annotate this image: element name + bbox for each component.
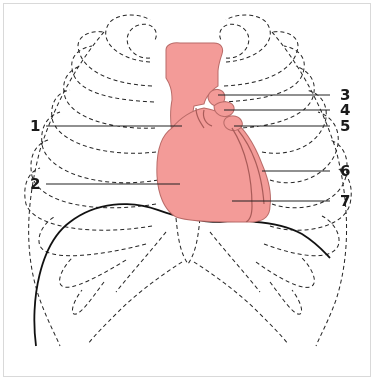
rib-left-6 (52, 90, 156, 153)
costal-arch-inner-right (210, 232, 260, 292)
rib-right-1 (220, 24, 249, 58)
rib-left-8 (31, 140, 156, 208)
label-7: 7 (340, 192, 350, 210)
rib-left-12 (72, 282, 104, 314)
rib-left-7 (42, 112, 158, 183)
sternum (176, 218, 200, 264)
rib-left-3 (78, 32, 152, 86)
rib-right-12 (270, 282, 302, 314)
rib-left-1 (127, 24, 156, 58)
costal-arch-left (88, 262, 182, 344)
heart (157, 43, 271, 222)
rib-right-4 (222, 46, 304, 102)
diaphragm-line (34, 204, 330, 346)
label-1: 1 (30, 117, 40, 135)
rib-right-10 (264, 216, 339, 256)
rib-left-9 (25, 168, 152, 230)
rib-left-10 (39, 216, 146, 256)
rib-right-2 (226, 15, 270, 62)
rib-right-11 (256, 258, 314, 287)
rib-left-2 (106, 15, 150, 62)
label-2: 2 (30, 175, 40, 193)
left-atrium-bulge (224, 116, 242, 131)
rib-left-4 (72, 46, 154, 102)
label-6: 6 (340, 162, 350, 180)
rib-right-7 (270, 112, 338, 183)
rib-right-3 (224, 32, 298, 86)
rib-right-6 (262, 90, 326, 153)
rib-left-11 (60, 258, 126, 287)
label-5: 5 (340, 117, 350, 135)
heart-body (157, 108, 271, 222)
